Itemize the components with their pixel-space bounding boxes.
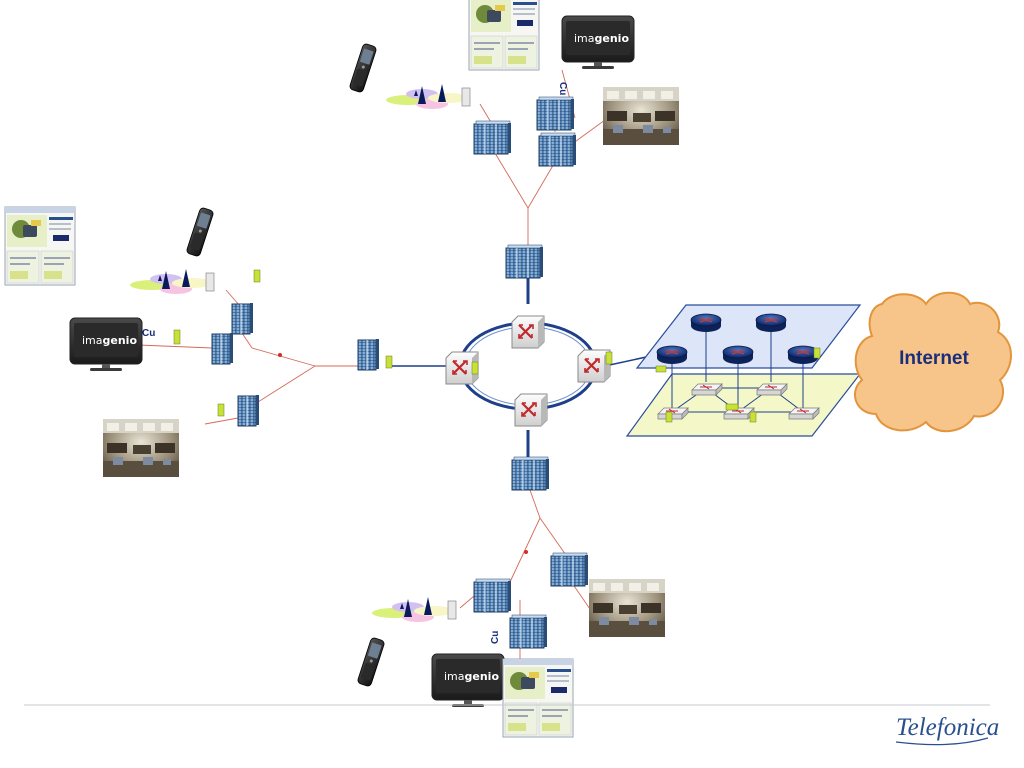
junction-dot (278, 353, 282, 357)
port-marker (173, 329, 181, 345)
internet-cloud-icon: Internet (854, 291, 1012, 433)
port-marker (655, 365, 667, 373)
port-marker (253, 269, 261, 283)
office-photo-icon (589, 579, 665, 637)
core-router (690, 313, 722, 333)
port-marker (217, 403, 225, 417)
tv-icon: imagenio (561, 15, 635, 70)
tv-icon: imagenio (69, 317, 143, 372)
wireless-antenna-icon (385, 83, 471, 110)
aggregation-node-left (357, 338, 380, 371)
desktop-screen-icon (502, 658, 574, 738)
ring-switch-top (510, 314, 546, 350)
wireless-antenna-icon (129, 268, 215, 295)
core-router (755, 313, 787, 333)
aggregation-node-top (505, 244, 544, 279)
plane-switch (657, 407, 689, 420)
port-marker (813, 347, 821, 359)
mobile-phone-icon (356, 636, 386, 688)
left-access-cluster: imagenio Cu (4, 206, 261, 477)
port-marker (385, 355, 393, 369)
desktop-screen-icon (4, 206, 76, 286)
plane-switch (788, 407, 820, 420)
top-access-cluster: imagenio Cu (348, 0, 679, 167)
port-marker (749, 411, 757, 423)
office-photo-icon (103, 419, 179, 477)
port-marker (471, 361, 479, 375)
port-marker (605, 351, 613, 365)
access-node (550, 552, 589, 587)
tv-brand-label: imagenio (444, 670, 499, 683)
wireless-antenna-icon (371, 596, 457, 623)
tv-brand-label: imagenio (574, 32, 629, 45)
logo-wordmark: Telefonica (896, 714, 999, 741)
copper-label: Cu (142, 328, 155, 339)
access-node (473, 578, 512, 613)
access-node (237, 394, 260, 427)
ring-switch-right (576, 348, 612, 384)
office-photo-icon (603, 87, 679, 145)
port-marker (665, 411, 673, 423)
switch-plane (625, 373, 862, 437)
internet-label: Internet (899, 348, 969, 369)
core-router (722, 345, 754, 365)
aggregation-node-bottom (511, 456, 550, 491)
backbone-ring (392, 276, 661, 460)
plane-switch (756, 383, 788, 396)
access-node (538, 132, 577, 167)
access-node (509, 614, 548, 649)
access-node (473, 120, 512, 155)
port-marker (725, 403, 739, 411)
access-node (536, 96, 575, 131)
mobile-phone-icon (348, 42, 378, 94)
plane-switch (691, 383, 723, 396)
tv-icon: imagenio (431, 653, 505, 708)
junction-dot (524, 550, 528, 554)
ring-switch-bottom (513, 392, 549, 428)
tv-brand-label: imagenio (82, 334, 137, 347)
access-node (231, 302, 254, 335)
copper-label: Cu (490, 631, 501, 644)
desktop-screen-icon (468, 0, 540, 71)
telefonica-logo: Telefonica (895, 714, 999, 746)
mobile-phone-icon (185, 206, 215, 258)
copper-label: Cu (557, 82, 568, 95)
core-router (787, 345, 819, 365)
core-router (656, 345, 688, 365)
access-node (211, 332, 234, 365)
ip-core-planes (625, 304, 862, 437)
bottom-access-cluster: Cu imagenio (356, 552, 665, 738)
